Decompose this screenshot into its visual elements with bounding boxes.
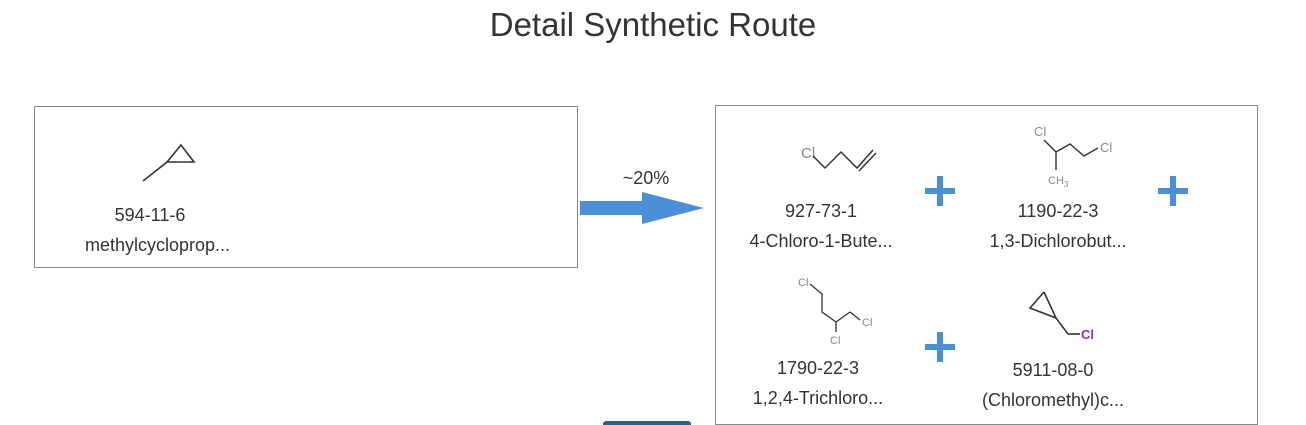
dichlorobutane-structure: Cl Cl CH3 (1034, 124, 1112, 189)
plus-icon (925, 176, 955, 206)
products-box: Cl 927-73-1 4-Chloro-1-Bute... Cl Cl CH3… (715, 105, 1258, 425)
trichlorobutane-structure: Cl Cl Cl (798, 277, 872, 347)
product-cas-4: 5911-08-0 (1012, 360, 1094, 380)
reactant-box: 594-11-6 methylcycloprop... (34, 106, 578, 268)
plus-icon (925, 332, 955, 362)
product-compound-1[interactable]: Cl 927-73-1 4-Chloro-1-Bute... (736, 136, 906, 251)
chlorine-label: Cl (1100, 140, 1112, 155)
chlorine-label: Cl (1034, 124, 1046, 139)
plus-icon (1158, 176, 1188, 206)
product-name-4: (Chloromethyl)c... (981, 390, 1125, 410)
product-cas-1: 927-73-1 (784, 201, 858, 221)
chlorobutene-structure: Cl (801, 145, 877, 172)
bottom-tab-handle[interactable] (603, 421, 691, 425)
product-cas-2: 1190-22-3 (1017, 201, 1099, 221)
chlorine-label: Cl (830, 335, 840, 347)
chlorine-label: Cl (798, 277, 808, 289)
reactant-name: methylcycloprop... (85, 235, 231, 255)
methyl-label: CH (1048, 175, 1064, 187)
methyl-subscript: 3 (1064, 180, 1069, 189)
chlorine-label: Cl (1081, 327, 1094, 342)
product-name-3: 1,2,4-Trichloro... (752, 388, 884, 408)
chlorine-label: Cl (862, 317, 872, 329)
product-name-1: 4-Chloro-1-Bute... (749, 231, 893, 251)
svg-text:CH3: CH3 (1048, 175, 1069, 189)
product-compound-4[interactable]: Cl 5911-08-0 (Chloromethyl)c... (968, 286, 1138, 410)
chloromethylcyclopropane-structure: Cl (1028, 291, 1094, 342)
reactant-compound[interactable]: 594-11-6 methylcycloprop... (85, 129, 231, 255)
product-name-2: 1,3-Dichlorobut... (989, 231, 1127, 251)
reactant-cas: 594-11-6 (114, 205, 186, 225)
methylcyclopropane-structure (142, 143, 196, 182)
page-title: Detail Synthetic Route (489, 6, 817, 43)
reaction-arrow-icon (580, 192, 704, 224)
product-compound-3[interactable]: Cl Cl Cl 1790-22-3 1,2,4-Trichloro... (738, 274, 898, 408)
product-compound-2[interactable]: Cl Cl CH3 1190-22-3 1,3-Dichlorobut... (978, 118, 1138, 251)
chlorine-label: Cl (801, 145, 815, 162)
product-cas-3: 1790-22-3 (776, 358, 860, 378)
reaction-yield: ~20% (622, 168, 670, 188)
